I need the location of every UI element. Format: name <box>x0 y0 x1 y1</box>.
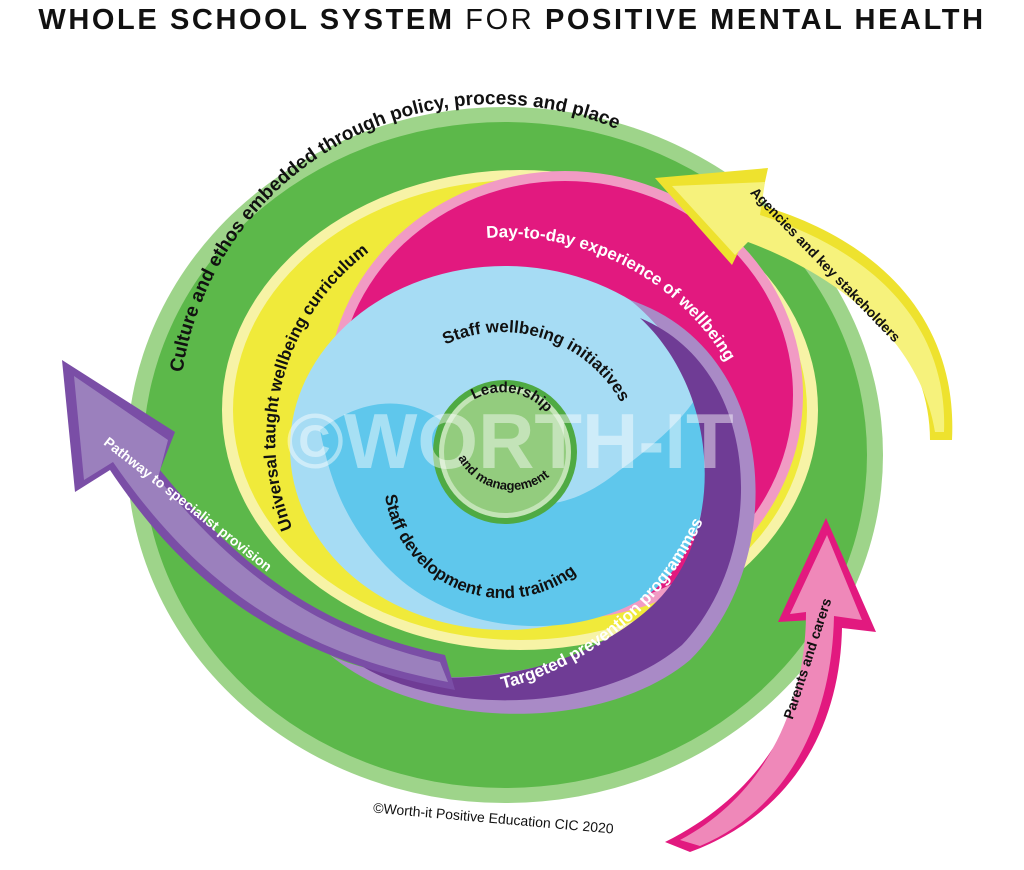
agencies-arrow <box>672 182 945 432</box>
title-part-2: FOR <box>465 4 535 36</box>
targeted-band <box>330 300 756 714</box>
center-fill <box>444 391 566 513</box>
page-title: WHOLE SCHOOL SYSTEM FOR POSITIVE MENTAL … <box>0 4 1024 37</box>
title-part-3: POSITIVE MENTAL HEALTH <box>544 4 986 36</box>
title-part-1: WHOLE SCHOOL SYSTEM <box>38 4 455 36</box>
pathway-arrow <box>74 376 448 682</box>
copyright: ©Worth-it Positive Education CIC 2020 <box>373 800 615 837</box>
watermark: ©WORTH-IT <box>286 397 733 485</box>
parents-arrow <box>680 535 862 846</box>
